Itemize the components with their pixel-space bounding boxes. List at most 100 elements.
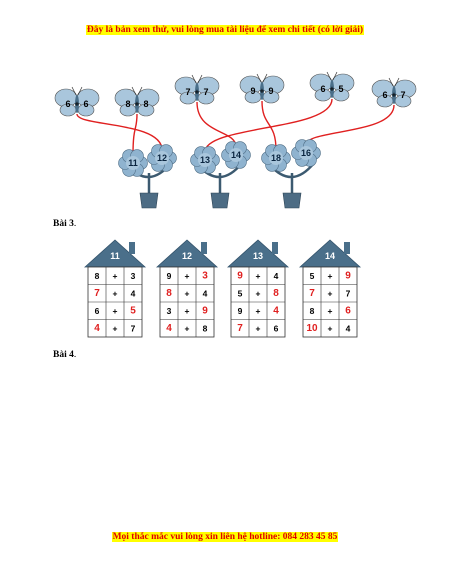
butterfly-plus-sign: + [330, 85, 335, 94]
house-cell-plus: + [185, 306, 190, 316]
house-cell-addend-b: 3 [131, 271, 136, 281]
butterfly-addend-b: 9 [268, 86, 273, 96]
butterfly-plus-sign: + [195, 88, 200, 97]
house-cell-addend-b: 9 [345, 270, 351, 281]
butterfly-plus-sign: + [75, 100, 80, 109]
house-cell-plus: + [256, 271, 261, 281]
house-cell-addend-a: 5 [310, 271, 315, 281]
flower: 14 [221, 141, 251, 169]
house-cell-addend-b: 7 [131, 323, 136, 333]
flower: 18 [261, 144, 291, 172]
house-cell-addend-a: 4 [166, 323, 172, 334]
house-cell-addend-b: 6 [274, 323, 279, 333]
house-cell-addend-a: 8 [95, 271, 100, 281]
number-house: 129+38+43+94+8 [155, 239, 219, 338]
house-cell-plus: + [256, 306, 261, 316]
butterfly-plus-sign: + [392, 91, 397, 100]
flower: 16 [291, 139, 321, 167]
number-houses-figure: 11 8 +3 7 +4 6 +5 4 +7 12 9 +3 8 +4 3 +9 4 +8 13 9 +4 5 +8 9 +4 7… [83, 239, 362, 338]
house-cell-addend-a: 9 [238, 306, 243, 316]
butterfly-addend-a: 6 [320, 84, 325, 94]
house-cell-addend-b: 8 [203, 323, 208, 333]
house-cell-addend-a: 8 [310, 306, 315, 316]
butterfly-addend-a: 6 [382, 90, 387, 100]
butterfly-addend-b: 7 [400, 90, 405, 100]
butterfly-plus-sign: + [260, 87, 265, 96]
exercise-3-heading: Bài 3. [53, 219, 77, 229]
house-cell-addend-a: 9 [237, 270, 243, 281]
house-cell-addend-a: 7 [237, 323, 243, 334]
house-target-sum: 12 [182, 251, 192, 261]
house-cell-plus: + [328, 288, 333, 298]
number-house: 13 9 +4 5 +8 9 +4 7 +6 [226, 239, 290, 338]
preview-banner-text: Đây là bản xem thử, vui lòng mua tài liệ… [85, 25, 365, 35]
flower: 12 [147, 144, 177, 172]
house-cell-addend-b: 9 [202, 305, 208, 316]
house-cell-plus: + [256, 323, 261, 333]
house-cell-plus: + [256, 288, 261, 298]
flower: 13 [190, 146, 220, 174]
butterfly-addend-b: 7 [203, 87, 208, 97]
house-cell-plus: + [328, 271, 333, 281]
house-cell-plus: + [113, 288, 118, 298]
house-cell-addend-a: 4 [94, 323, 100, 334]
house-cell-plus: + [113, 271, 118, 281]
connector-line [261, 100, 277, 151]
house-cell-addend-a: 3 [167, 306, 172, 316]
house-cell-addend-a: 8 [166, 288, 172, 299]
house-cell-addend-b: 4 [203, 288, 208, 298]
butterfly-addend-a: 8 [125, 99, 130, 109]
flower: 11 [118, 149, 148, 177]
flower-number: 11 [128, 158, 138, 168]
house-cell-addend-b: 5 [130, 305, 136, 316]
house-cell-addend-a: 10 [306, 323, 318, 334]
butterfly: 7+7 [174, 74, 220, 105]
flower-number: 18 [271, 153, 281, 163]
butterfly-plus-sign: + [135, 100, 140, 109]
flower-number: 14 [231, 150, 241, 160]
number-house: 118+37+46+54+7 [83, 239, 147, 338]
house-cell-addend-b: 8 [273, 288, 279, 299]
butterfly: 6 +5 [309, 71, 355, 102]
house-cell-plus: + [185, 271, 190, 281]
exercise-4-heading: Bài 4. [53, 350, 77, 360]
butterfly: 8+8 [114, 86, 160, 117]
house-cell-addend-b: 4 [273, 305, 279, 316]
connector-line [204, 98, 333, 153]
butterfly-addend-b: 6 [83, 99, 88, 109]
butterfly-addend-b: 8 [143, 99, 148, 109]
flower-number: 16 [301, 148, 311, 158]
house-cell-addend-b: 7 [346, 288, 351, 298]
flower-pots: 11 12 13 14 18 16 [118, 139, 321, 209]
hotline-banner-text: Mọi thắc mắc vui lòng xin liên hệ hotlin… [111, 532, 339, 542]
butterfly: 6 +7 [371, 77, 417, 108]
number-house: 14 5 +9 7 +7 8 +6 10 +4 [298, 239, 362, 338]
house-target-sum: 13 [253, 251, 263, 261]
house-target-sum: 14 [325, 251, 335, 261]
hotline-banner: Mọi thắc mắc vui lòng xin liên hệ hotlin… [0, 532, 450, 542]
house-cell-addend-a: 5 [238, 288, 243, 298]
butterfly-addend-a: 6 [65, 99, 70, 109]
house-cell-plus: + [185, 323, 190, 333]
house-cell-plus: + [328, 323, 333, 333]
house-cell-plus: + [113, 323, 118, 333]
house-cell-plus: + [328, 306, 333, 316]
butterfly-addend-a: 9 [250, 86, 255, 96]
flower-number: 12 [157, 153, 167, 163]
house-cell-addend-b: 6 [345, 305, 351, 316]
house-cell-addend-a: 7 [309, 288, 315, 299]
house-cell-addend-a: 7 [94, 288, 100, 299]
butterfly-addend-b: 5 [338, 84, 343, 94]
house-cell-addend-b: 4 [346, 323, 351, 333]
house-target-sum: 11 [110, 251, 120, 261]
house-cell-addend-b: 3 [202, 270, 208, 281]
flower-number: 13 [200, 155, 210, 165]
butterfly: 9+9 [239, 73, 285, 104]
house-cell-addend-b: 4 [274, 271, 279, 281]
house-cell-addend-a: 9 [167, 271, 172, 281]
butterfly: 6+6 [54, 86, 100, 117]
connector-lines [76, 98, 395, 156]
connector-line [132, 113, 138, 156]
